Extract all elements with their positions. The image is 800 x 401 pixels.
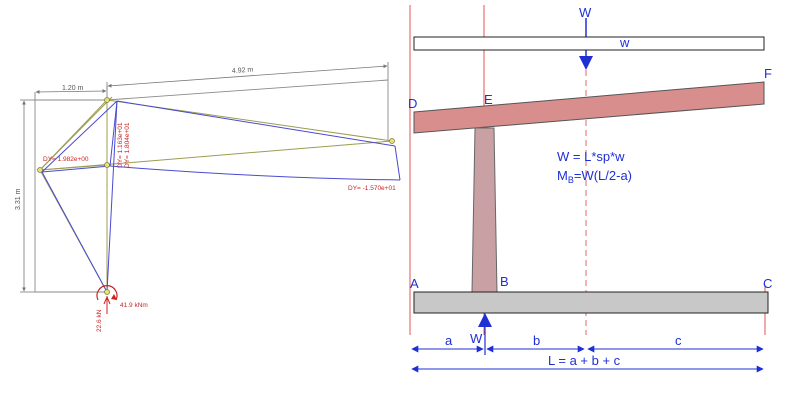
node: [389, 138, 395, 144]
undeformed-frame: [34, 79, 389, 293]
point-e-label: E: [484, 92, 493, 107]
load-label-w-top: W: [579, 5, 592, 20]
dim-label-3-31: 3.31 m: [15, 188, 22, 210]
reaction-arrow: W: [470, 313, 492, 355]
distributed-load-box: [413, 36, 765, 51]
node: [104, 162, 110, 168]
node: [104, 289, 110, 295]
sloped-beam: [413, 81, 765, 134]
displacement-label-mid-2: DY= 1.804e+01: [124, 122, 131, 168]
point-a-label: A: [410, 276, 419, 291]
equation-moment-rest: =W(L/2-a): [574, 168, 632, 183]
equation-moment-m: M: [557, 168, 568, 183]
applied-load-arrow: W: [579, 5, 593, 70]
displacement-label-mid-1: DY= 1.163e+01: [117, 122, 124, 168]
reaction-label-w: W: [470, 331, 483, 346]
model-nodes: [37, 97, 395, 295]
equation-moment: MB=W(L/2-a): [557, 168, 632, 185]
model-members: [39, 96, 393, 293]
distributed-load-label: w: [619, 35, 630, 50]
dim-top-left: 1.20 m: [34, 85, 108, 100]
node: [37, 167, 43, 173]
dimension-lines: [411, 345, 764, 373]
reaction-moment-label: 41.9 kNm: [120, 302, 148, 309]
dim-total-label: L = a + b + c: [548, 353, 621, 368]
dim-vertical: 3.31 m: [15, 99, 35, 293]
point-b-label: B: [500, 274, 509, 289]
node: [104, 97, 110, 103]
structural-model: 1.20 m 4.92 m 3.31 m: [15, 62, 401, 332]
point-f-label: F: [764, 66, 772, 81]
displacement-label-right: DY= -1.570e+01: [348, 185, 396, 192]
equation-moment-subscript: B: [568, 175, 574, 185]
point-d-label: D: [408, 96, 417, 111]
dim-a-label: a: [445, 333, 453, 348]
point-c-label: C: [763, 276, 772, 291]
base-slab: [413, 291, 769, 314]
support-reaction: 22.6 kN 41.9 kNm: [96, 285, 148, 332]
dim-b-label: b: [533, 333, 540, 348]
dim-label-4-92: 4.92 m: [232, 67, 254, 75]
dim-top-right: 4.92 m: [106, 62, 389, 90]
reaction-force-label: 22.6 kN: [96, 309, 103, 332]
displacement-label-left: DY= 1.982e+00: [43, 156, 89, 163]
deformed-shape: [41, 100, 401, 293]
equation-load: W = L*sp*w: [557, 149, 625, 164]
dim-label-1-20: 1.20 m: [62, 85, 84, 92]
post: [471, 127, 498, 293]
dim-c-label: c: [675, 333, 682, 348]
free-body-diagram: W w D E F A B C W = L*sp*w MB=W(L/2-a) W: [408, 5, 772, 373]
